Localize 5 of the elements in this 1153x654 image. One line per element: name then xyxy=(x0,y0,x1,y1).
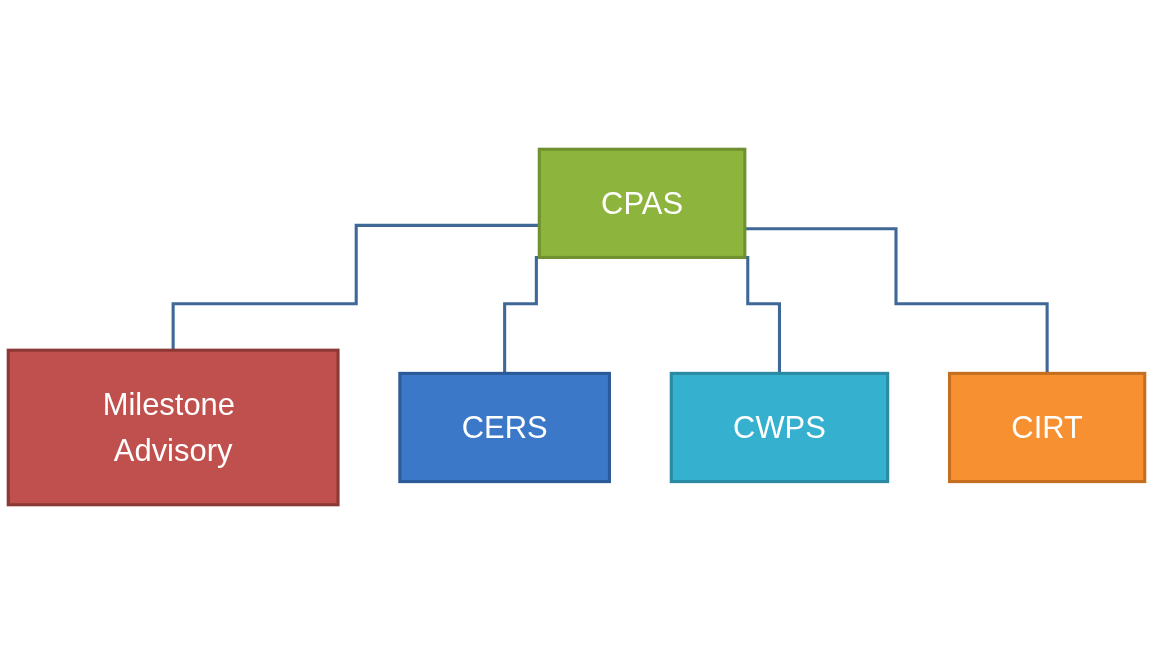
node-box: CPAS xyxy=(537,147,747,259)
node-box: CWPS xyxy=(669,371,890,484)
node-box: CERS xyxy=(398,371,611,484)
node-box: CIRT xyxy=(947,371,1147,484)
node-box: Milestone Advisory xyxy=(6,348,340,507)
